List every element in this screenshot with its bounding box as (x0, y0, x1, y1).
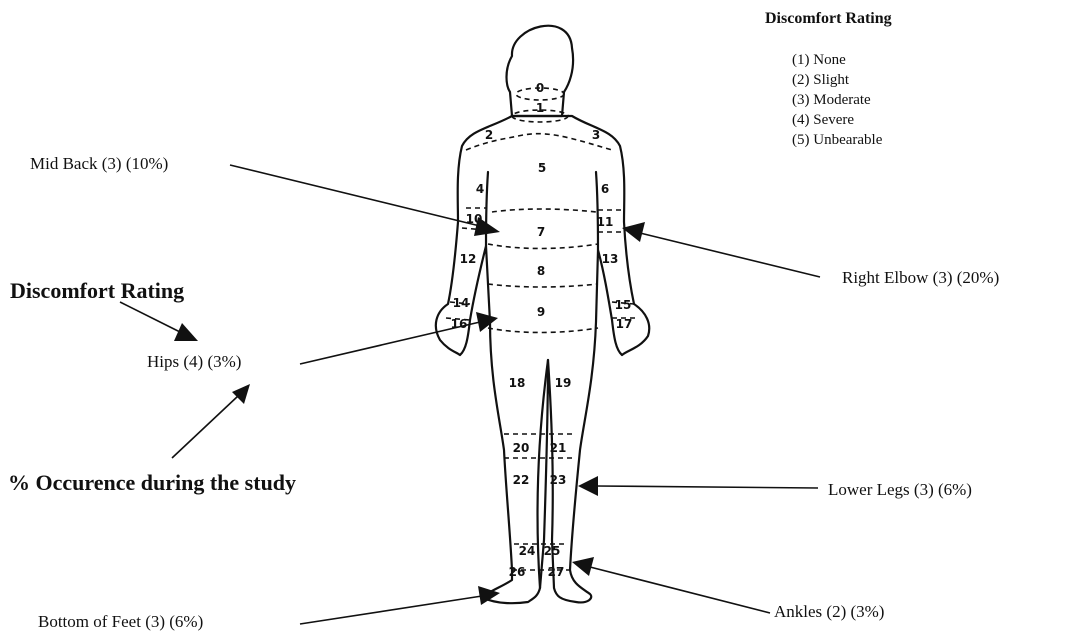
legend-title: Discomfort Rating (765, 10, 892, 28)
region-8: 8 (537, 264, 545, 278)
region-0: 0 (536, 81, 544, 95)
region-17: 17 (616, 317, 633, 331)
legend-item-unbearable: (5) Unbearable (792, 130, 882, 150)
legend-item-moderate: (3) Moderate (792, 90, 882, 110)
region-2: 2 (485, 128, 493, 142)
key-occurrence: % Occurence during the study (8, 470, 296, 496)
region-9: 9 (537, 305, 545, 319)
arrow-discomfort-rating-key (120, 302, 198, 341)
region-12: 12 (460, 252, 477, 266)
region-24: 24 (519, 544, 536, 558)
hip-boundary (488, 328, 598, 333)
region-26: 26 (509, 565, 526, 579)
region-27: 27 (548, 565, 565, 579)
legend-list: (1) None (2) Slight (3) Moderate (4) Sev… (792, 50, 882, 150)
region-13: 13 (602, 252, 619, 266)
arrow-lower-legs (578, 476, 818, 496)
callout-ankles: Ankles (2) (3%) (774, 602, 884, 622)
left-inner-arm (486, 172, 488, 246)
region-5: 5 (538, 161, 546, 175)
region-18: 18 (509, 376, 526, 390)
region-6: 6 (601, 182, 609, 196)
waist-boundary-2 (488, 244, 598, 249)
waist-boundary-3 (488, 284, 598, 287)
region-3: 3 (592, 128, 600, 142)
arrow-right-elbow (622, 222, 820, 277)
region-21: 21 (550, 441, 567, 455)
region-1: 1 (536, 101, 544, 115)
arrow-bottom-of-feet (300, 586, 500, 624)
region-23: 23 (550, 473, 567, 487)
region-4: 4 (476, 182, 484, 196)
arrow-occurrence-key (172, 384, 250, 458)
torso-outline (436, 116, 649, 603)
legend-item-slight: (2) Slight (792, 70, 882, 90)
region-25: 25 (544, 544, 561, 558)
callout-right-elbow: Right Elbow (3) (20%) (842, 268, 999, 288)
region-14: 14 (453, 296, 470, 310)
right-inner-arm (596, 172, 598, 250)
region-11: 11 (597, 215, 614, 229)
region-20: 20 (513, 441, 530, 455)
region-15: 15 (615, 298, 632, 312)
waist-boundary-1 (492, 209, 596, 212)
callout-hips: Hips (4) (3%) (147, 352, 241, 372)
callout-lower-legs: Lower Legs (3) (6%) (828, 480, 972, 500)
callout-bottom-of-feet: Bottom of Feet (3) (6%) (38, 612, 203, 632)
legend-item-none: (1) None (792, 50, 882, 70)
arrow-mid-back (230, 165, 500, 236)
legend-item-severe: (4) Severe (792, 110, 882, 130)
key-discomfort-rating: Discomfort Rating (10, 278, 184, 304)
region-7: 7 (537, 225, 545, 239)
callout-mid-back: Mid Back (3) (10%) (30, 154, 168, 174)
arrow-ankles (572, 557, 770, 613)
region-19: 19 (555, 376, 572, 390)
region-22: 22 (513, 473, 530, 487)
